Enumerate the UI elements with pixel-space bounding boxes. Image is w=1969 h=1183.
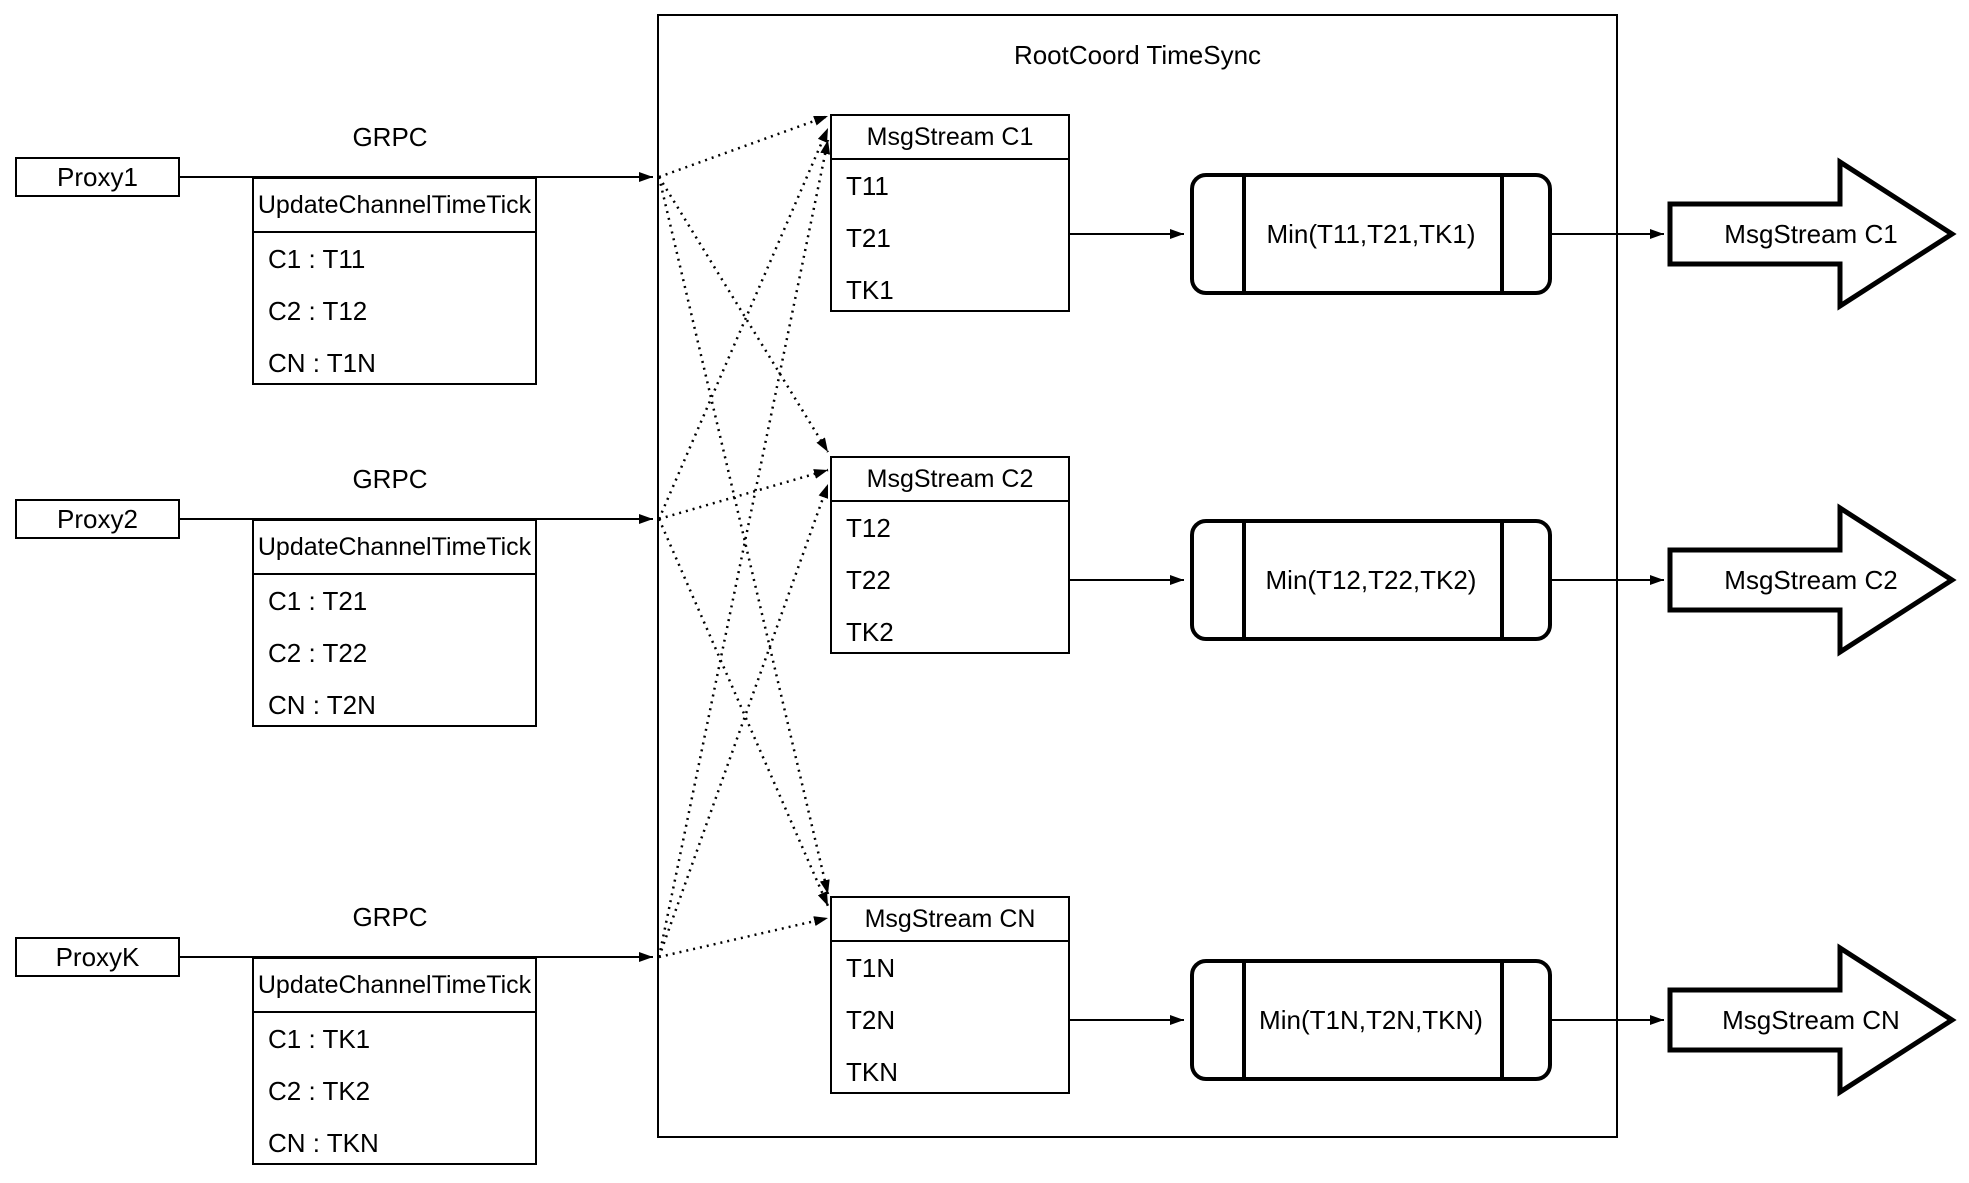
grpc-label-3: GRPC xyxy=(352,902,428,932)
msgstream-value: T11 xyxy=(846,170,889,201)
update-table-row: C1 : TK1 xyxy=(268,1023,371,1054)
min-box-cn: Min(T1N,T2N,TKN) xyxy=(1190,959,1552,1081)
msgstream-table-c2: MsgStream C2 T12 T22 TK2 xyxy=(830,456,1070,654)
proxyk-label: ProxyK xyxy=(55,941,140,972)
update-timetick-table-2: UpdateChannelTimeTick C1 : T21 C2 : T22 … xyxy=(252,519,537,727)
msgstream-value: TKN xyxy=(846,1056,898,1087)
update-timetick-table-1: UpdateChannelTimeTick C1 : T11 C2 : T12 … xyxy=(252,177,537,385)
dotted-arrow-p2-c1 xyxy=(657,127,830,520)
msgstream-out-label-c1: MsgStream C1 xyxy=(1724,218,1898,249)
min-label: Min(T1N,T2N,TKN) xyxy=(1259,1004,1483,1035)
update-table-row: CN : T2N xyxy=(268,689,376,720)
min-box-c2: Min(T12,T22,TK2) xyxy=(1190,519,1552,641)
dotted-fanout-arrows xyxy=(657,114,831,959)
msgstream-table-title: MsgStream CN xyxy=(832,898,1068,942)
msgstream-value: T22 xyxy=(846,564,891,595)
msgstream-table-title: MsgStream C2 xyxy=(832,458,1068,502)
dotted-arrow-p1-c2 xyxy=(657,176,830,453)
update-table-title: UpdateChannelTimeTick xyxy=(254,959,535,1013)
msgstream-value: T2N xyxy=(846,1004,896,1035)
msgstream-value: T21 xyxy=(846,222,891,253)
min-label: Min(T11,T21,TK1) xyxy=(1266,218,1476,249)
update-table-row: CN : T1N xyxy=(268,347,376,378)
min-box-left-divider xyxy=(1242,177,1246,291)
proxyk-box: ProxyK xyxy=(15,937,180,977)
update-table-row: C1 : T21 xyxy=(268,585,368,616)
rootcoord-title: RootCoord TimeSync xyxy=(1013,40,1262,70)
min-label: Min(T12,T22,TK2) xyxy=(1265,564,1477,595)
dotted-arrow-p1-c1 xyxy=(658,114,829,179)
grpc-label-2: GRPC xyxy=(352,464,428,494)
msgstream-table-c1: MsgStream C1 T11 T21 TK1 xyxy=(830,114,1070,312)
msgstream-out-arrow-cn xyxy=(1667,943,1957,1097)
msgstream-table-cn: MsgStream CN T1N T2N TKN xyxy=(830,896,1070,1094)
msgstream-out-arrow-c2 xyxy=(1667,503,1957,657)
grpc-label-1: GRPC xyxy=(352,122,428,152)
min-box-right-divider xyxy=(1500,523,1504,637)
dotted-arrow-p1-cn xyxy=(657,176,830,895)
update-table-row: C2 : T22 xyxy=(268,637,368,668)
update-table-row: C2 : TK2 xyxy=(268,1075,371,1106)
msgstream-value: T1N xyxy=(846,952,896,983)
dotted-arrow-pk-c1 xyxy=(657,139,831,958)
dotted-arrow-p2-cn xyxy=(657,518,830,907)
min-box-right-divider xyxy=(1500,963,1504,1077)
update-table-row: C2 : T12 xyxy=(268,295,368,326)
msgstream-value: TK1 xyxy=(846,274,894,305)
update-table-title: UpdateChannelTimeTick xyxy=(254,521,535,575)
update-table-title: UpdateChannelTimeTick xyxy=(254,179,535,233)
proxy1-box: Proxy1 xyxy=(15,157,180,197)
proxy1-label: Proxy1 xyxy=(57,161,138,192)
msgstream-value: T12 xyxy=(846,512,891,543)
msgstream-out-label-cn: MsgStream CN xyxy=(1722,1004,1900,1035)
update-timetick-table-3: UpdateChannelTimeTick C1 : TK1 C2 : TK2 … xyxy=(252,957,537,1165)
min-box-right-divider xyxy=(1500,177,1504,291)
msgstream-out-arrow-c1 xyxy=(1667,157,1957,311)
msgstream-out-label-c2: MsgStream C2 xyxy=(1724,564,1898,595)
update-table-row: CN : TKN xyxy=(268,1127,379,1158)
msgstream-table-title: MsgStream C1 xyxy=(832,116,1068,160)
proxy2-box: Proxy2 xyxy=(15,499,180,539)
dotted-arrow-pk-cn xyxy=(658,916,829,959)
min-box-left-divider xyxy=(1242,963,1246,1077)
dotted-arrow-pk-c2 xyxy=(657,483,830,958)
proxy2-label: Proxy2 xyxy=(57,503,138,534)
dotted-arrow-p2-c2 xyxy=(658,468,829,521)
min-box-left-divider xyxy=(1242,523,1246,637)
min-box-c1: Min(T11,T21,TK1) xyxy=(1190,173,1552,295)
msgstream-value: TK2 xyxy=(846,616,894,647)
update-table-row: C1 : T11 xyxy=(268,243,366,274)
